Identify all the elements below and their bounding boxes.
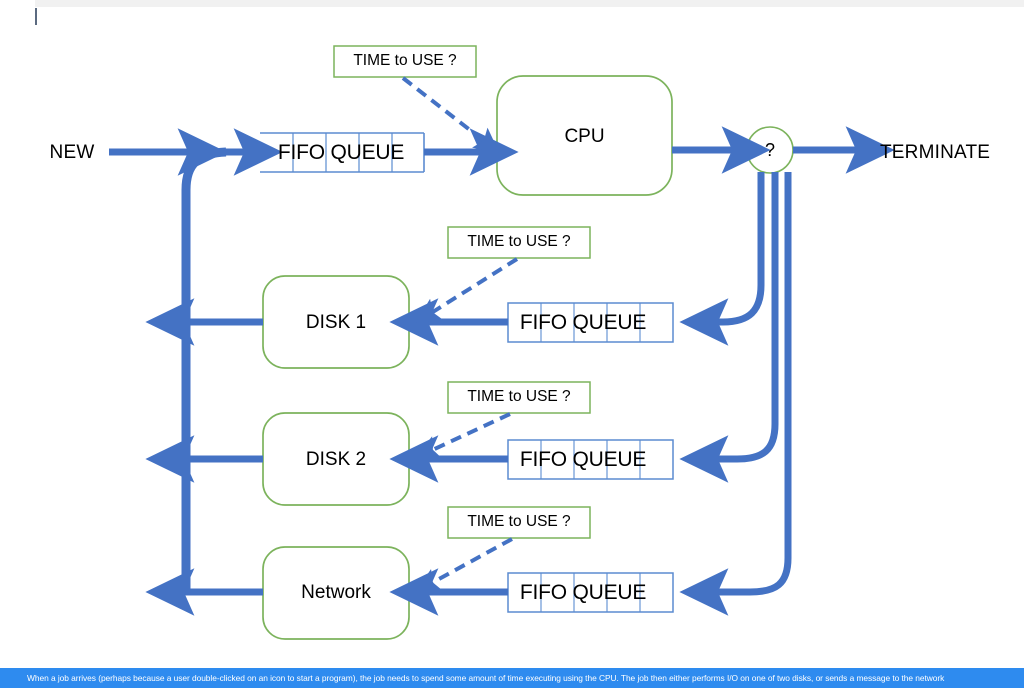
network-time-tag-connector: [415, 537, 513, 592]
disk-1-time-tag-label: TIME to USE ?: [467, 233, 571, 250]
cpu-label: CPU: [564, 126, 605, 147]
disk-2-time-tag-connector: [414, 412, 511, 460]
terminate-label: TERMINATE: [880, 142, 991, 163]
network-label: Network: [301, 582, 371, 603]
feedback-loop-trunk: [181, 147, 227, 592]
disk-2-time-tag-label: TIME to USE ?: [467, 388, 571, 405]
network-fifo-queue[interactable]: [507, 572, 674, 613]
disk-1-label: DISK 1: [305, 312, 367, 333]
network-time-tag-label: TIME to USE ?: [467, 513, 571, 530]
disk-1-fifo-queue[interactable]: [507, 302, 674, 343]
cpu-time-tag-connector: [401, 76, 500, 153]
disk-2-fifo-queue-label: FIFO QUEUE: [519, 448, 647, 471]
decision-label: ?: [764, 140, 775, 160]
disk-2-time-tag-box[interactable]: [447, 381, 591, 414]
cpu-fifo-queue-label: FIFO QUEUE: [277, 141, 405, 164]
disk-2-fifo-queue[interactable]: [507, 439, 674, 480]
disk-1-fifo-queue-label: FIFO QUEUE: [519, 311, 647, 334]
disk-2-label: DISK 2: [305, 449, 367, 470]
cpu-time-tag-label: TIME to USE ?: [353, 52, 457, 69]
cpu-fifo-queue[interactable]: [260, 132, 425, 173]
decision-to-disk-1-path: [679, 172, 765, 346]
cpu-time-tag-box[interactable]: [333, 45, 477, 78]
disk-1-time-tag-connector: [415, 257, 519, 323]
decision-to-disk-2-path: [679, 172, 779, 483]
network-fifo-queue-label: FIFO QUEUE: [519, 581, 647, 604]
text-caret: [35, 8, 37, 25]
decision-to-network-path: [679, 172, 792, 616]
caption-bar: When a job arrives (perhaps because a us…: [0, 668, 1024, 688]
new-label: NEW: [49, 142, 95, 163]
network-time-tag-box[interactable]: [447, 506, 591, 539]
window-top-band: [35, 0, 1024, 7]
disk-1-time-tag-box[interactable]: [447, 226, 591, 259]
